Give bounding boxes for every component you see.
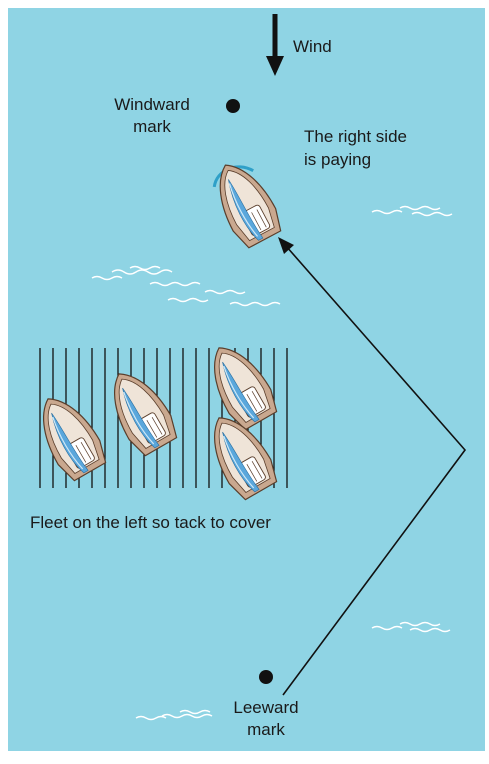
right-side-label-line2: is paying: [304, 150, 371, 169]
wind-label: Wind: [293, 37, 332, 56]
leeward-label-line2: mark: [247, 720, 285, 739]
windward-label-line1: Windward: [114, 95, 190, 114]
leeward-label-line1: Leeward: [233, 698, 298, 717]
fleet-caption: Fleet on the left so tack to cover: [30, 513, 271, 532]
buoy-dot-icon: [226, 99, 240, 113]
windward-label-line2: mark: [133, 117, 171, 136]
right-side-label-line1: The right side: [304, 127, 407, 146]
buoy-dot-icon: [259, 670, 273, 684]
